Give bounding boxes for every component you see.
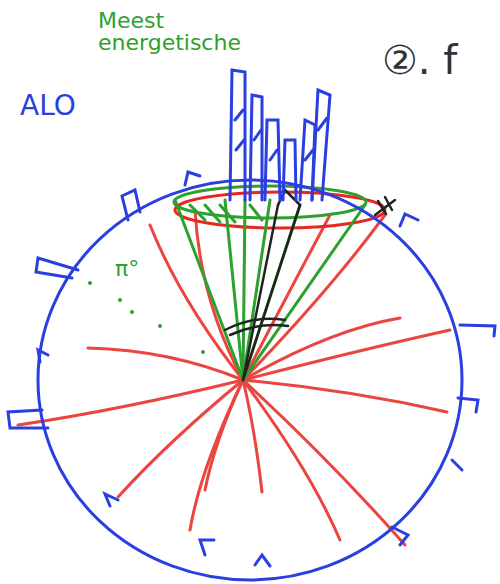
pion-label: π°	[115, 258, 139, 280]
detector-modules	[8, 172, 495, 566]
step-note: ②. f	[382, 40, 457, 80]
jet-cone	[174, 186, 366, 380]
jet-note: Meest energetische	[98, 10, 238, 54]
detector-outline	[38, 180, 462, 580]
detector-name: ALO	[20, 92, 76, 120]
particle-tracks	[18, 210, 450, 545]
